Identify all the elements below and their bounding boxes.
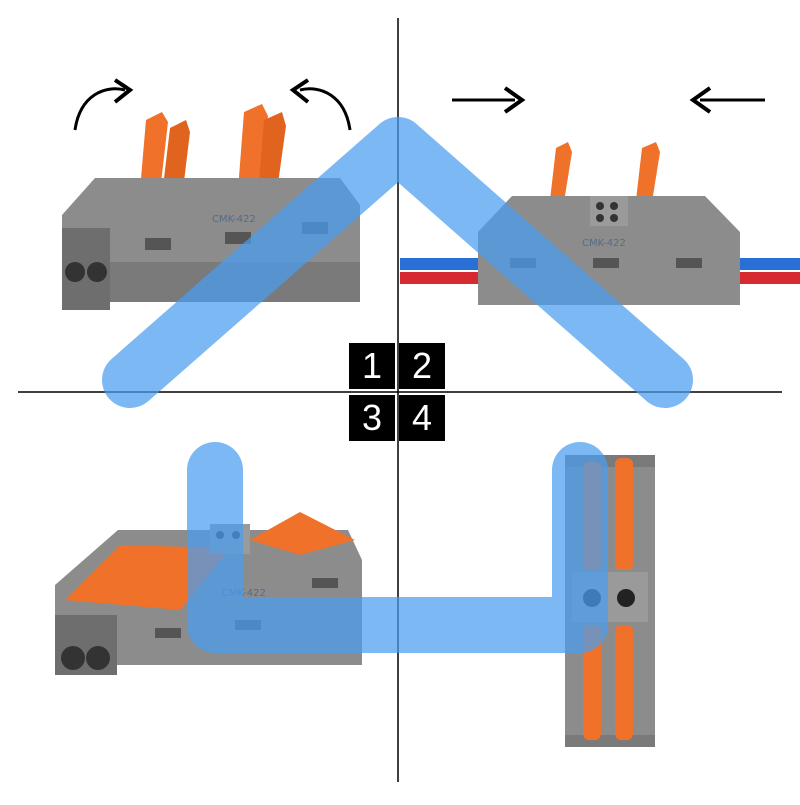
lever-4b — [615, 458, 633, 570]
lever-3b — [250, 512, 355, 555]
test-slot-1b — [225, 232, 251, 244]
model-label-3: CMK-422 — [222, 588, 266, 599]
wire-hole-1b — [87, 262, 107, 282]
lever-1d — [258, 112, 286, 198]
lever-4d — [615, 625, 633, 740]
arrow-left-head — [689, 86, 712, 114]
housing-4-bottom — [565, 735, 655, 747]
arrow-right-head — [503, 86, 526, 114]
test-slot-2c — [676, 258, 702, 268]
wire-hole-3b — [86, 646, 110, 670]
wire-hole-1a — [65, 262, 85, 282]
curved-arrow-right-icon — [73, 87, 126, 131]
lever-2b — [636, 142, 660, 202]
step-badge-2: 2 — [399, 343, 445, 389]
lever-2a — [550, 142, 572, 202]
test-slot-1a — [145, 238, 171, 250]
step-badge-1: 1 — [349, 343, 395, 389]
curved-arrow-left-head — [289, 78, 310, 104]
lever-1a — [140, 112, 168, 192]
step-badge-3: 3 — [349, 395, 395, 441]
test-hole-2b — [610, 202, 618, 210]
test-hole-2a — [596, 202, 604, 210]
curved-arrow-right-head — [113, 78, 134, 104]
wire-hole-3a — [61, 646, 85, 670]
overlay-u-shape — [187, 442, 608, 653]
lever-4c — [583, 625, 601, 740]
housing-2-center — [590, 196, 628, 226]
overlay-chevron — [102, 117, 693, 408]
step-badge-4: 4 — [399, 395, 445, 441]
test-hole-2d — [610, 214, 618, 222]
test-slot-3a — [155, 628, 181, 638]
test-hole-4b — [617, 589, 635, 607]
model-label-2: CMK-422 — [582, 238, 626, 249]
curved-arrow-left-icon — [299, 87, 352, 131]
test-hole-2c — [596, 214, 604, 222]
model-label-1: CMK-422 — [212, 214, 256, 225]
test-slot-2b — [593, 258, 619, 268]
test-slot-3c — [312, 578, 338, 588]
